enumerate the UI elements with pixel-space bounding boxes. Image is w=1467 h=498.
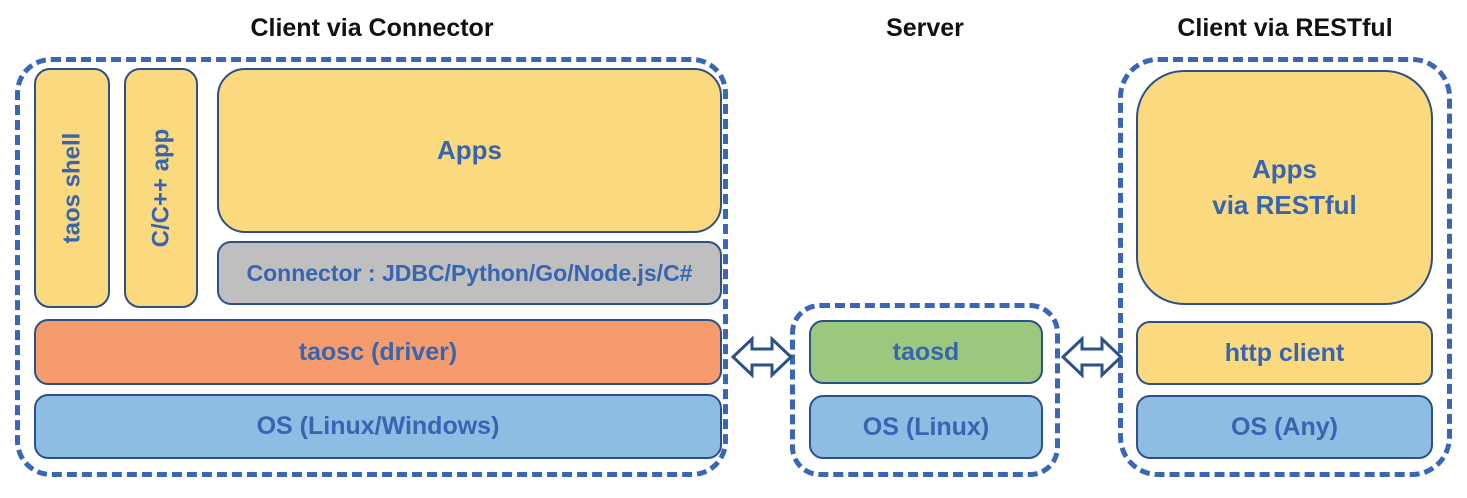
taos-shell-label: taos shell xyxy=(58,132,85,244)
section-title-client-via-connector: Client via Connector xyxy=(250,14,494,42)
taosd-box: taosd xyxy=(809,320,1043,384)
os-linux-box: OS (Linux) xyxy=(809,395,1043,459)
double-arrow-icon xyxy=(1061,335,1123,379)
http-client-box: http client xyxy=(1136,321,1433,385)
server-group xyxy=(790,303,1060,477)
taosc-driver-box: taosc (driver) xyxy=(34,319,722,385)
apps-box: Apps xyxy=(217,68,722,233)
taos-shell-box: taos shell xyxy=(34,68,110,308)
os-linux-windows-box: OS (Linux/Windows) xyxy=(34,394,722,459)
os-linux-label: OS (Linux) xyxy=(862,412,990,441)
client-via-connector-group xyxy=(15,57,728,477)
apps-label: Apps xyxy=(437,135,502,165)
taosc-driver-label: taosc (driver) xyxy=(298,337,458,366)
cpp-app-label: C/C++ app xyxy=(147,128,175,248)
os-any-label: OS (Any) xyxy=(1231,412,1338,441)
connector-box: Connector : JDBC/Python/Go/Node.js/C# xyxy=(217,241,722,305)
cpp-app-box: C/C++ app xyxy=(124,68,198,308)
http-client-label: http client xyxy=(1224,338,1345,367)
client-via-restful-group xyxy=(1118,57,1452,477)
section-title-server: Server xyxy=(886,14,964,42)
double-arrow-icon xyxy=(731,335,793,379)
apps-via-restful-box: Apps via RESTful xyxy=(1136,70,1433,305)
os-any-box: OS (Any) xyxy=(1136,395,1433,459)
apps-via-restful-label: Apps via RESTful xyxy=(1212,154,1357,220)
os-linux-windows-label: OS (Linux/Windows) xyxy=(256,412,500,440)
taosd-label: taosd xyxy=(892,337,960,366)
section-title-client-via-restful: Client via RESTful xyxy=(1177,14,1393,42)
connector-label: Connector : JDBC/Python/Go/Node.js/C# xyxy=(246,259,693,286)
